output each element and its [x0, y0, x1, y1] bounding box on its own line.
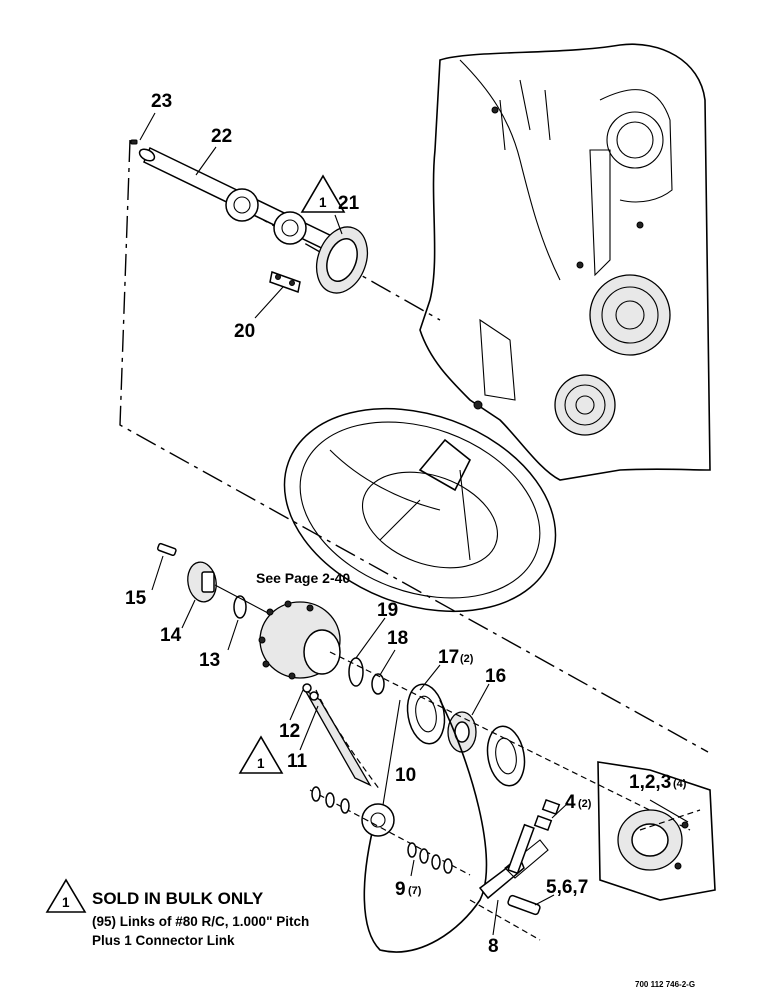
- callout-9-qty: (7): [408, 885, 422, 897]
- callout-21: 21: [338, 193, 360, 214]
- footnote-title: SOLD IN BULK ONLY: [92, 889, 264, 908]
- callout-11: 11: [287, 751, 308, 772]
- callout-18: 18: [387, 628, 408, 649]
- callout-4: 4: [565, 792, 576, 813]
- callout-19: 19: [377, 600, 398, 621]
- callout-1-2-3: 1,2,3: [629, 772, 671, 793]
- leader-lines: [139, 112, 689, 936]
- note-marker-11: 1: [238, 735, 284, 774]
- note-marker-21: 1: [300, 174, 346, 213]
- shaft-assembly: [119, 139, 709, 753]
- gearbox-housing: [419, 43, 711, 481]
- footnote-marker: 1: [62, 895, 70, 910]
- callout-1-2-3-qty: (4): [673, 778, 687, 790]
- footnote: 1 SOLD IN BULK ONLY (95) Links of #80 R/…: [45, 878, 309, 948]
- footnote-line-1: (95) Links of #80 R/C, 1.000" Pitch: [92, 914, 309, 929]
- callout-10: 10: [395, 765, 416, 786]
- drawing-code: 700 112 746-2-G: [635, 980, 695, 989]
- callout-9: 9: [395, 879, 406, 900]
- callout-13: 13: [199, 650, 220, 671]
- callout-17-qty: (2): [460, 653, 474, 665]
- flywheel: [283, 407, 557, 613]
- note-marker-21-number: 1: [319, 195, 327, 210]
- callout-16: 16: [485, 666, 506, 687]
- callout-8: 8: [488, 936, 499, 957]
- callout-20: 20: [234, 321, 255, 342]
- callout-15: 15: [125, 588, 147, 609]
- callout-14: 14: [160, 625, 182, 646]
- callout-23: 23: [151, 91, 172, 112]
- page-reference: See Page 2-40: [256, 570, 350, 586]
- callout-labels: 23 22 21 20 19 18 17 (2) 16 15 14 13 12 …: [125, 91, 687, 957]
- footnote-line-2: Plus 1 Connector Link: [92, 933, 235, 948]
- callout-4-qty: (2): [578, 798, 592, 810]
- note-marker-11-number: 1: [257, 756, 265, 771]
- callout-17: 17: [438, 647, 459, 668]
- callout-5-6-7: 5,6,7: [546, 877, 588, 898]
- callout-22: 22: [211, 126, 232, 147]
- lower-drive-assembly: [156, 542, 716, 953]
- callout-12: 12: [279, 721, 300, 742]
